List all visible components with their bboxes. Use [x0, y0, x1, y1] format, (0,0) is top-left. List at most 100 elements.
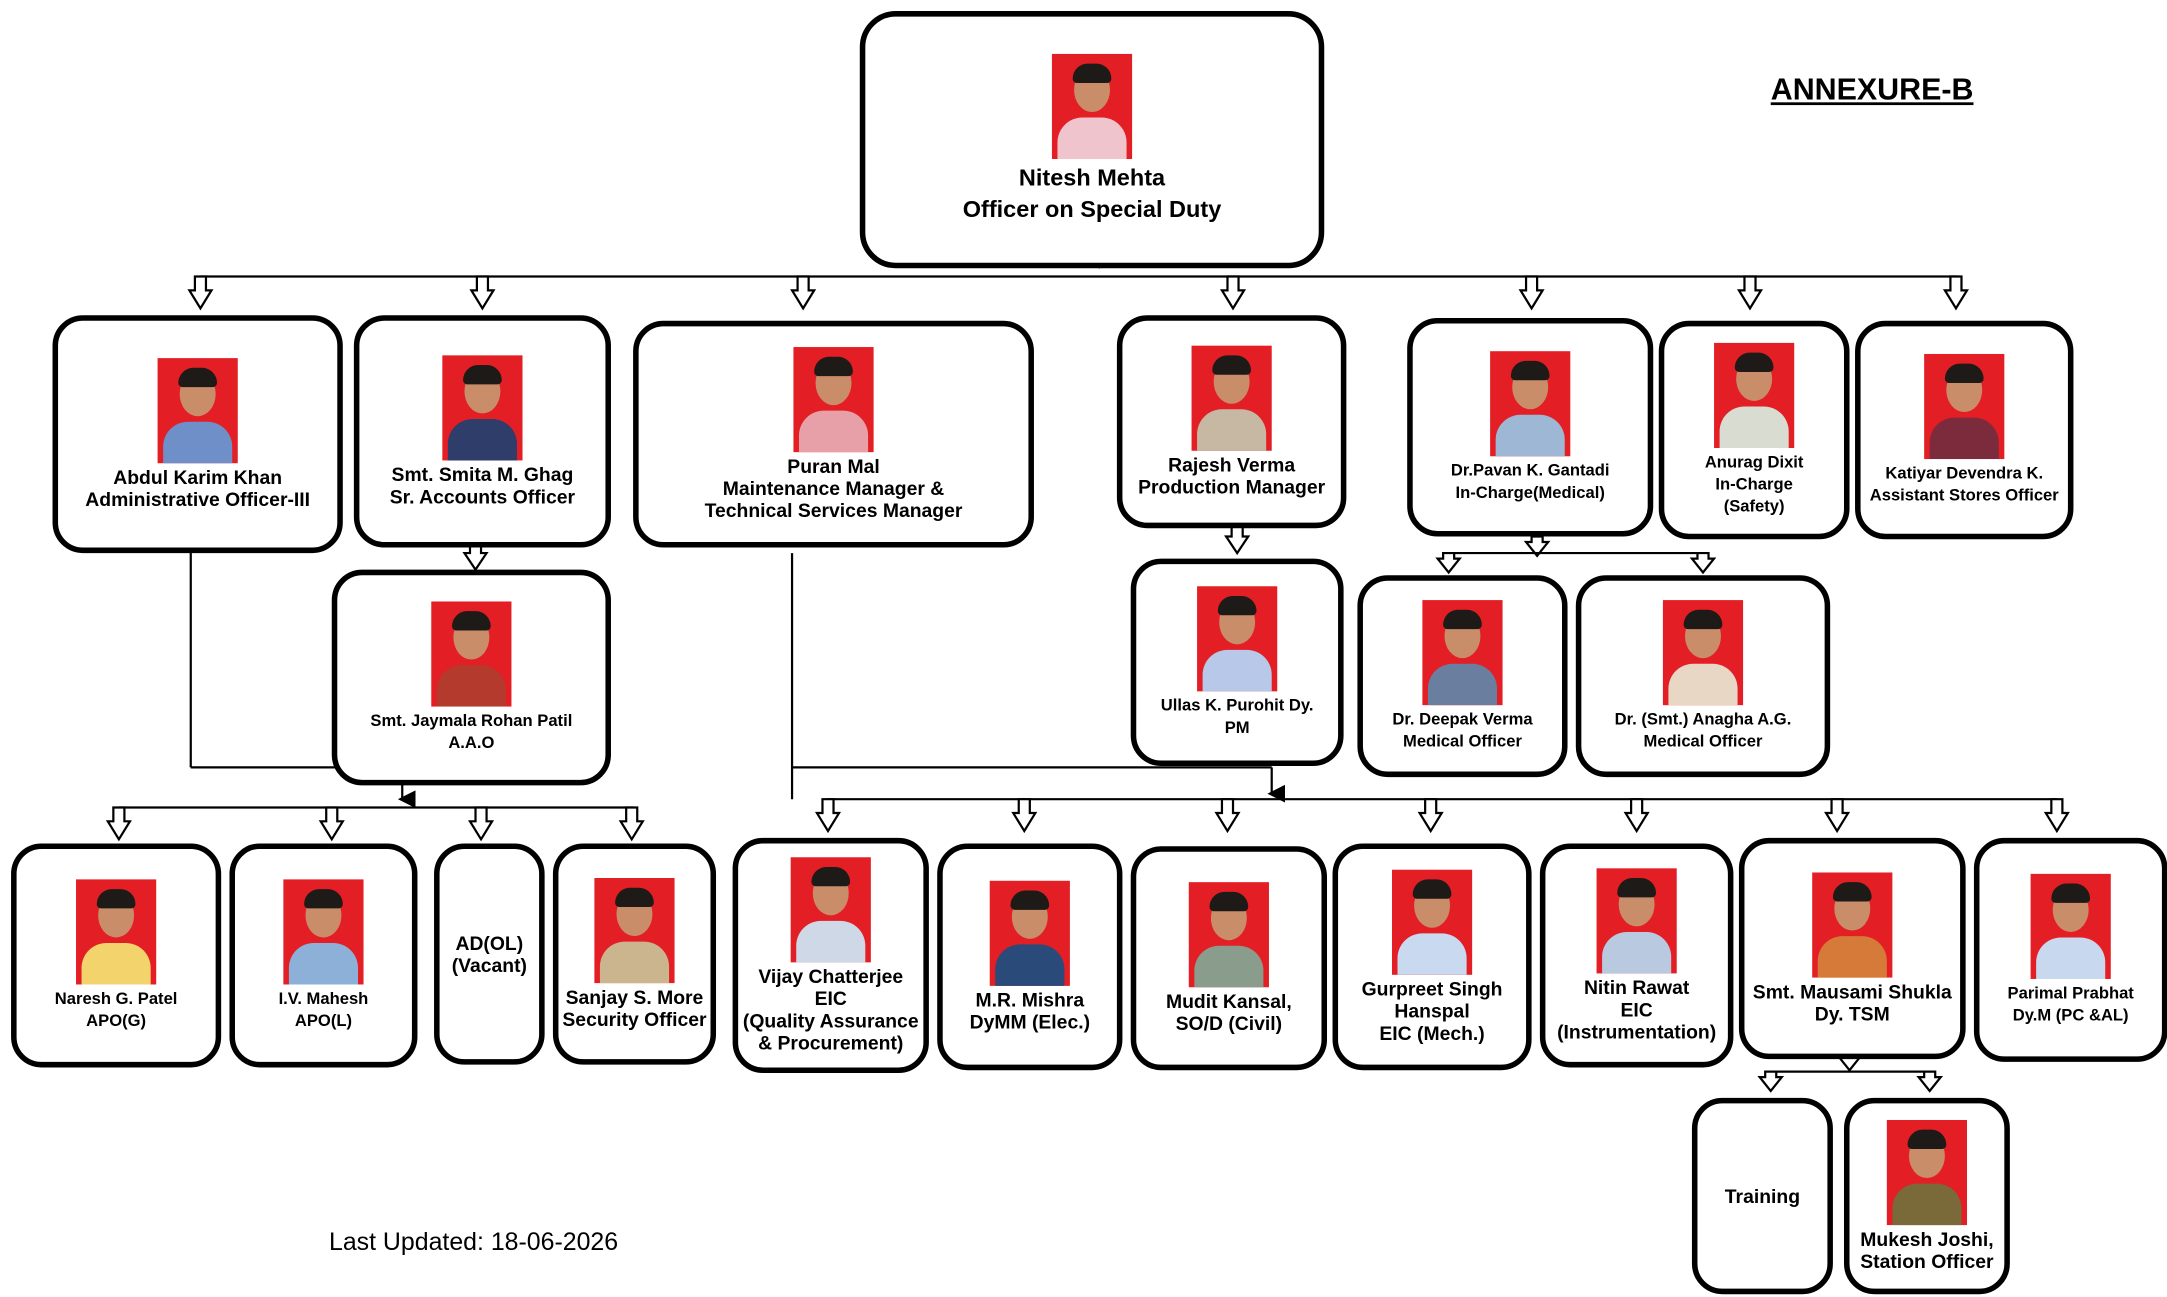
node-medical-officer-2: Dr. (Smt.) Anagha A.G.Medical Officer	[1575, 575, 1831, 778]
person-photo	[1662, 600, 1744, 706]
person-photo	[793, 347, 874, 453]
person-name: Parimal Prabhat	[2007, 983, 2134, 1003]
person-photo	[76, 879, 157, 985]
person-photo	[1197, 586, 1278, 692]
node-sod-civil: Mudit Kansal,SO/D (Civil)	[1130, 846, 1328, 1071]
person-name: Smt. Jaymala Rohan Patil	[370, 710, 573, 731]
person-name: Smt. Mausami Shukla	[1752, 980, 1952, 1003]
node-station-officer: Mukesh Joshi,Station Officer	[1843, 1097, 2010, 1295]
person-title: PM	[1224, 717, 1250, 737]
person-photo	[1886, 1119, 1968, 1226]
person-title: Officer on Special Duty	[962, 196, 1222, 223]
person-title: (Instrumentation)	[1557, 1020, 1717, 1043]
person-title: EIC	[1620, 998, 1653, 1021]
person-name: Dr. Deepak Verma	[1392, 709, 1533, 729]
person-photo	[1596, 868, 1677, 974]
person-photo	[1422, 600, 1503, 706]
last-updated: Last Updated: 18-06-2026	[328, 1227, 619, 1256]
person-name: Nitesh Mehta	[1018, 164, 1166, 191]
person-name: Mudit Kansal,	[1165, 990, 1292, 1013]
node-dy-pm: Ullas K. Purohit Dy.PM	[1130, 558, 1344, 767]
person-name: Sanjay S. More	[565, 985, 704, 1008]
person-name: M.R. Mishra	[975, 988, 1085, 1011]
person-title: EIC	[814, 987, 847, 1010]
person-name: Dr.Pavan K. Gantadi	[1450, 460, 1610, 480]
person-name: Abdul Karim Khan	[113, 465, 283, 489]
person-title: Security Officer	[562, 1007, 707, 1031]
node-ad-ol: AD(OL)(Vacant)	[434, 843, 545, 1065]
person-name: Mukesh Joshi,	[1860, 1227, 1994, 1250]
person-name: Dr. (Smt.) Anagha A.G.	[1614, 709, 1792, 729]
person-photo	[1924, 353, 2005, 460]
person-title: EIC (Mech.)	[1379, 1021, 1485, 1044]
person-title: Administrative Officer-III	[85, 488, 311, 511]
person-photo	[1714, 342, 1795, 448]
person-title: Hanspal	[1394, 999, 1470, 1022]
person-title: Assistant Stores Officer	[1869, 485, 2059, 505]
person-photo	[989, 880, 1070, 986]
person-name: Rajesh Verma	[1168, 453, 1296, 476]
person-name: I.V. Mahesh	[278, 988, 369, 1008]
person-name: Katiyar Devendra K.	[1885, 463, 2044, 483]
person-photo	[1391, 869, 1473, 975]
person-name: Vijay Chatterjee	[758, 965, 904, 988]
person-title: Medical Officer	[1403, 731, 1522, 751]
node-stores-officer: Katiyar Devendra K.Assistant Stores Offi…	[1855, 320, 2074, 540]
person-name: Ullas K. Purohit Dy.	[1160, 695, 1314, 715]
person-name: Training	[1724, 1184, 1801, 1208]
hollow-arrows-level1	[187, 275, 1969, 311]
person-title: In-Charge(Medical)	[1455, 482, 1605, 502]
person-name: Puran Mal	[787, 454, 880, 478]
person-title: Maintenance Manager &	[722, 477, 945, 500]
node-training: Training	[1691, 1097, 1833, 1295]
person-title: Dy.M (PC &AL)	[2012, 1005, 2129, 1025]
person-photo	[594, 878, 675, 984]
person-photo	[283, 879, 364, 985]
annexure-label: ANNEXURE-B	[1770, 71, 1974, 107]
person-photo	[157, 358, 238, 464]
person-title: Production Manager	[1138, 475, 1326, 498]
person-title: (Safety)	[1723, 496, 1785, 516]
person-title: A.A.O	[448, 732, 495, 753]
person-name: Smt. Smita M. Ghag	[391, 463, 574, 486]
person-name: Nitin Rawat	[1583, 976, 1690, 999]
person-title: (Quality Assurance	[742, 1009, 919, 1032]
person-name: AD(OL)	[455, 931, 524, 955]
person-title: In-Charge	[1715, 474, 1793, 494]
person-photo	[1812, 872, 1893, 978]
person-name: Anurag Dixit	[1704, 452, 1804, 472]
person-title: APO(L)	[294, 1010, 353, 1031]
person-title: DyMM (Elec.)	[969, 1010, 1091, 1033]
person-photo	[1191, 345, 1272, 451]
person-name: Gurpreet Singh	[1361, 977, 1503, 1000]
person-title: Dy. TSM	[1814, 1002, 1890, 1025]
person-title: SO/D (Civil)	[1175, 1012, 1283, 1035]
person-photo	[1051, 53, 1133, 160]
person-photo	[442, 355, 523, 461]
person-photo	[790, 857, 871, 963]
person-title: Station Officer	[1860, 1249, 1994, 1273]
person-name: Naresh G. Patel	[54, 988, 178, 1008]
person-photo	[2030, 873, 2111, 979]
person-photo	[1188, 882, 1269, 988]
